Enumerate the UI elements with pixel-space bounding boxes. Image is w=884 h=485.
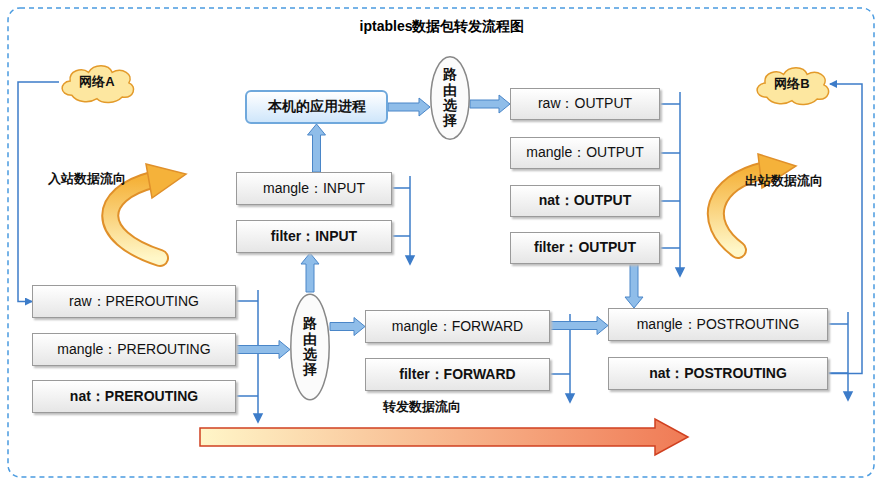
routing-oval: 路由选择 [430,55,470,141]
network-cloud: 网络B [750,62,834,106]
chain-box: nat：OUTPUT [510,185,660,217]
node-label: filter：INPUT [271,228,357,246]
node-label: raw：OUTPUT [538,95,632,113]
chain-box: mangle：FORWARD [365,310,550,343]
oval-outline [431,57,469,140]
chain-box: nat：POSTROUTING [608,357,828,390]
flow-connector [388,98,430,116]
flow-connector [550,317,608,335]
chain-box: filter：FORWARD [365,358,550,391]
flow-label: 转发数据流向 [383,398,461,416]
cloud-outline [757,68,828,105]
flow-connector [828,84,862,374]
outer-border [8,8,874,477]
node-label: mangle：INPUT [263,180,365,198]
routing-oval: 路由选择 [290,292,330,402]
oval-outline [291,294,329,400]
chain-box: mangle：OUTPUT [510,137,660,169]
node-label: nat：OUTPUT [539,192,632,210]
chain-box: mangle：INPUT [236,172,392,205]
cloud-outline [62,66,133,103]
node-label: 路由选择 [303,316,317,378]
forward-flow-arrow [200,419,688,455]
chain-box: mangle：POSTROUTING [608,308,828,341]
chain-box: nat：PREROUTING [32,380,236,413]
node-label: 本机的应用进程 [268,98,366,116]
node-label: 网络A [79,73,114,91]
chain-box: mangle：PREROUTING [32,333,236,366]
flow-connector [330,318,365,336]
flow-connector [18,82,59,302]
flow-label: 入站数据流向 [48,170,126,188]
chain-brackets [236,92,852,422]
flow-connector [301,253,319,292]
chain-box: raw：PREROUTING [32,285,236,318]
node-label: filter：FORWARD [399,366,515,384]
node-label: 网络B [774,75,809,93]
node-label: 路由选择 [443,67,457,129]
node-label: mangle：OUTPUT [526,144,643,162]
flow-connector [308,124,326,172]
process-box: 本机的应用进程 [245,90,388,124]
flow-connector [236,341,290,359]
node-label: mangle：FORWARD [392,318,523,336]
node-label: nat：PREROUTING [70,388,198,406]
flow-connector [470,95,510,113]
chain-box: filter：OUTPUT [510,232,660,264]
chain-box: filter：INPUT [236,220,392,253]
diagram-title: iptables数据包转发流程图 [0,18,884,36]
outbound-curve-arrow [716,154,796,250]
flow-label: 出站数据流向 [745,172,823,190]
flow-connector [625,264,643,308]
node-label: filter：OUTPUT [534,239,636,257]
chain-box: raw：OUTPUT [510,88,660,120]
network-cloud: 网络A [55,60,139,104]
node-label: mangle：POSTROUTING [637,316,800,334]
node-label: nat：POSTROUTING [649,365,787,383]
node-label: raw：PREROUTING [69,293,199,311]
node-label: mangle：PREROUTING [57,341,210,359]
